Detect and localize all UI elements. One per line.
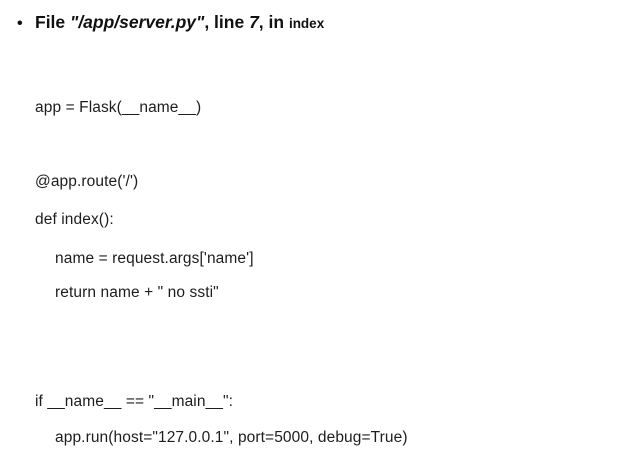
code-line-def-index: def index(): (35, 211, 114, 228)
line-number: 7 (249, 12, 259, 32)
code-line-name-assignment: name = request.args['name'] (55, 250, 254, 267)
traceback-header: • File "/app/server.py", line 7, in index (17, 12, 324, 33)
bullet-icon: • (17, 15, 23, 32)
function-name: index (288, 16, 325, 31)
code-line-app-run: app.run(host="127.0.0.1", port=5000, deb… (55, 429, 408, 446)
line-label: , line (204, 12, 250, 32)
code-line-app-flask: app = Flask(__name__) (35, 99, 202, 116)
code-line-return: return name + " no ssti" (55, 284, 219, 301)
file-label: File (35, 12, 71, 32)
code-line-route-decorator: @app.route('/') (35, 173, 139, 190)
code-line-if-main: if __name__ == "__main__": (35, 393, 234, 410)
in-label: , in (258, 12, 289, 32)
file-path: "/app/server.py" (70, 12, 205, 32)
